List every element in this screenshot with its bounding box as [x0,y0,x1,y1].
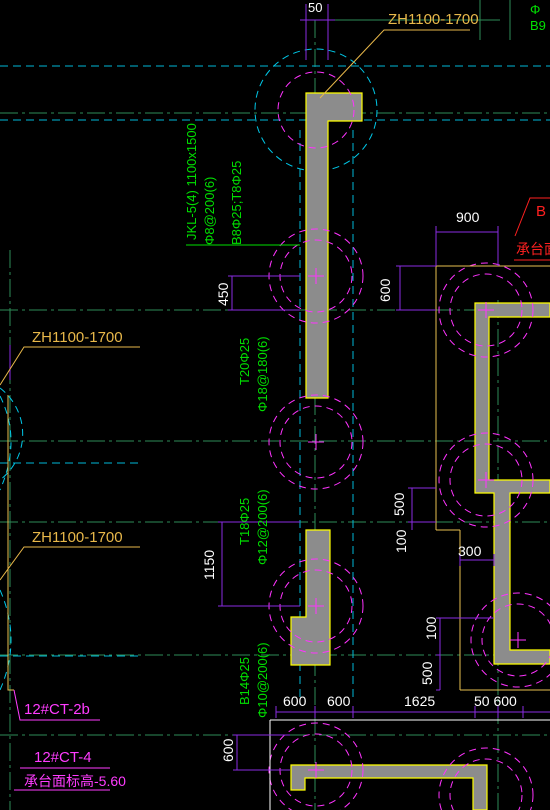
dimension-lines [9,4,550,771]
wall-sections [290,92,550,810]
reinf-b1: T18Φ25 [237,498,252,545]
beam-label-1: JKL-5(4) 1100x1500 [184,123,199,240]
dim-100-a: 100 [393,529,409,553]
dim-1625: 1625 [404,693,435,709]
pile-label-left-1: ZH1100-1700 [32,329,123,346]
dim-600-bottom: 600 [220,738,236,762]
cap-elevation: 承台面标高-5.60 [24,773,126,789]
cap-label-4: 12#CT-4 [34,749,92,766]
right-top-green-2: B9 [530,18,546,33]
reinf-b2: Φ12@200(6) [255,489,270,565]
pile-centers [308,268,526,778]
dim-450: 450 [215,282,231,306]
dim-600-left: 600 [377,278,393,302]
dim-50-600: 50 600 [474,693,517,709]
pile-circles [268,71,550,810]
leader-lines [0,29,550,791]
reinf-c1: B14Φ25 [237,657,252,705]
pile-cap-outlines [0,48,378,691]
dim-600-b: 600 [327,693,351,709]
dimension-text: 900 450 600 500 100 300 1150 100 500 600… [201,209,517,762]
pile-label-top: ZH1100-1700 [388,11,479,28]
reinf-a2: Φ18@180(6) [255,336,270,412]
dim-500: 500 [391,492,407,516]
top-dimension: 50 [308,0,322,15]
reinf-c2: Φ10@200(6) [255,642,270,718]
beam-label-2: Φ8@200(6) [202,177,217,245]
right-top-green: Φ [530,2,540,17]
beam-edge-lines [0,65,550,700]
right-cap-red: B [536,203,546,220]
right-cap-elev: 承台面标 [516,241,550,257]
dim-900: 900 [456,209,480,225]
beam-label-3: B8Φ25;T8Φ25 [229,161,244,245]
dim-100-b: 100 [423,616,439,640]
dim-500-b: 500 [419,661,435,685]
dim-300: 300 [458,543,482,559]
cap-label-2b: 12#CT-2b [24,701,90,718]
pile-label-left-2: ZH1100-1700 [32,529,123,546]
dim-600-a: 600 [283,693,307,709]
annotation-text: ZH1100-1700 50 ZH1100-1700 ZH1100-1700 J… [24,0,550,789]
reinf-a1: T20Φ25 [237,338,252,385]
dim-1150: 1150 [201,550,217,580]
